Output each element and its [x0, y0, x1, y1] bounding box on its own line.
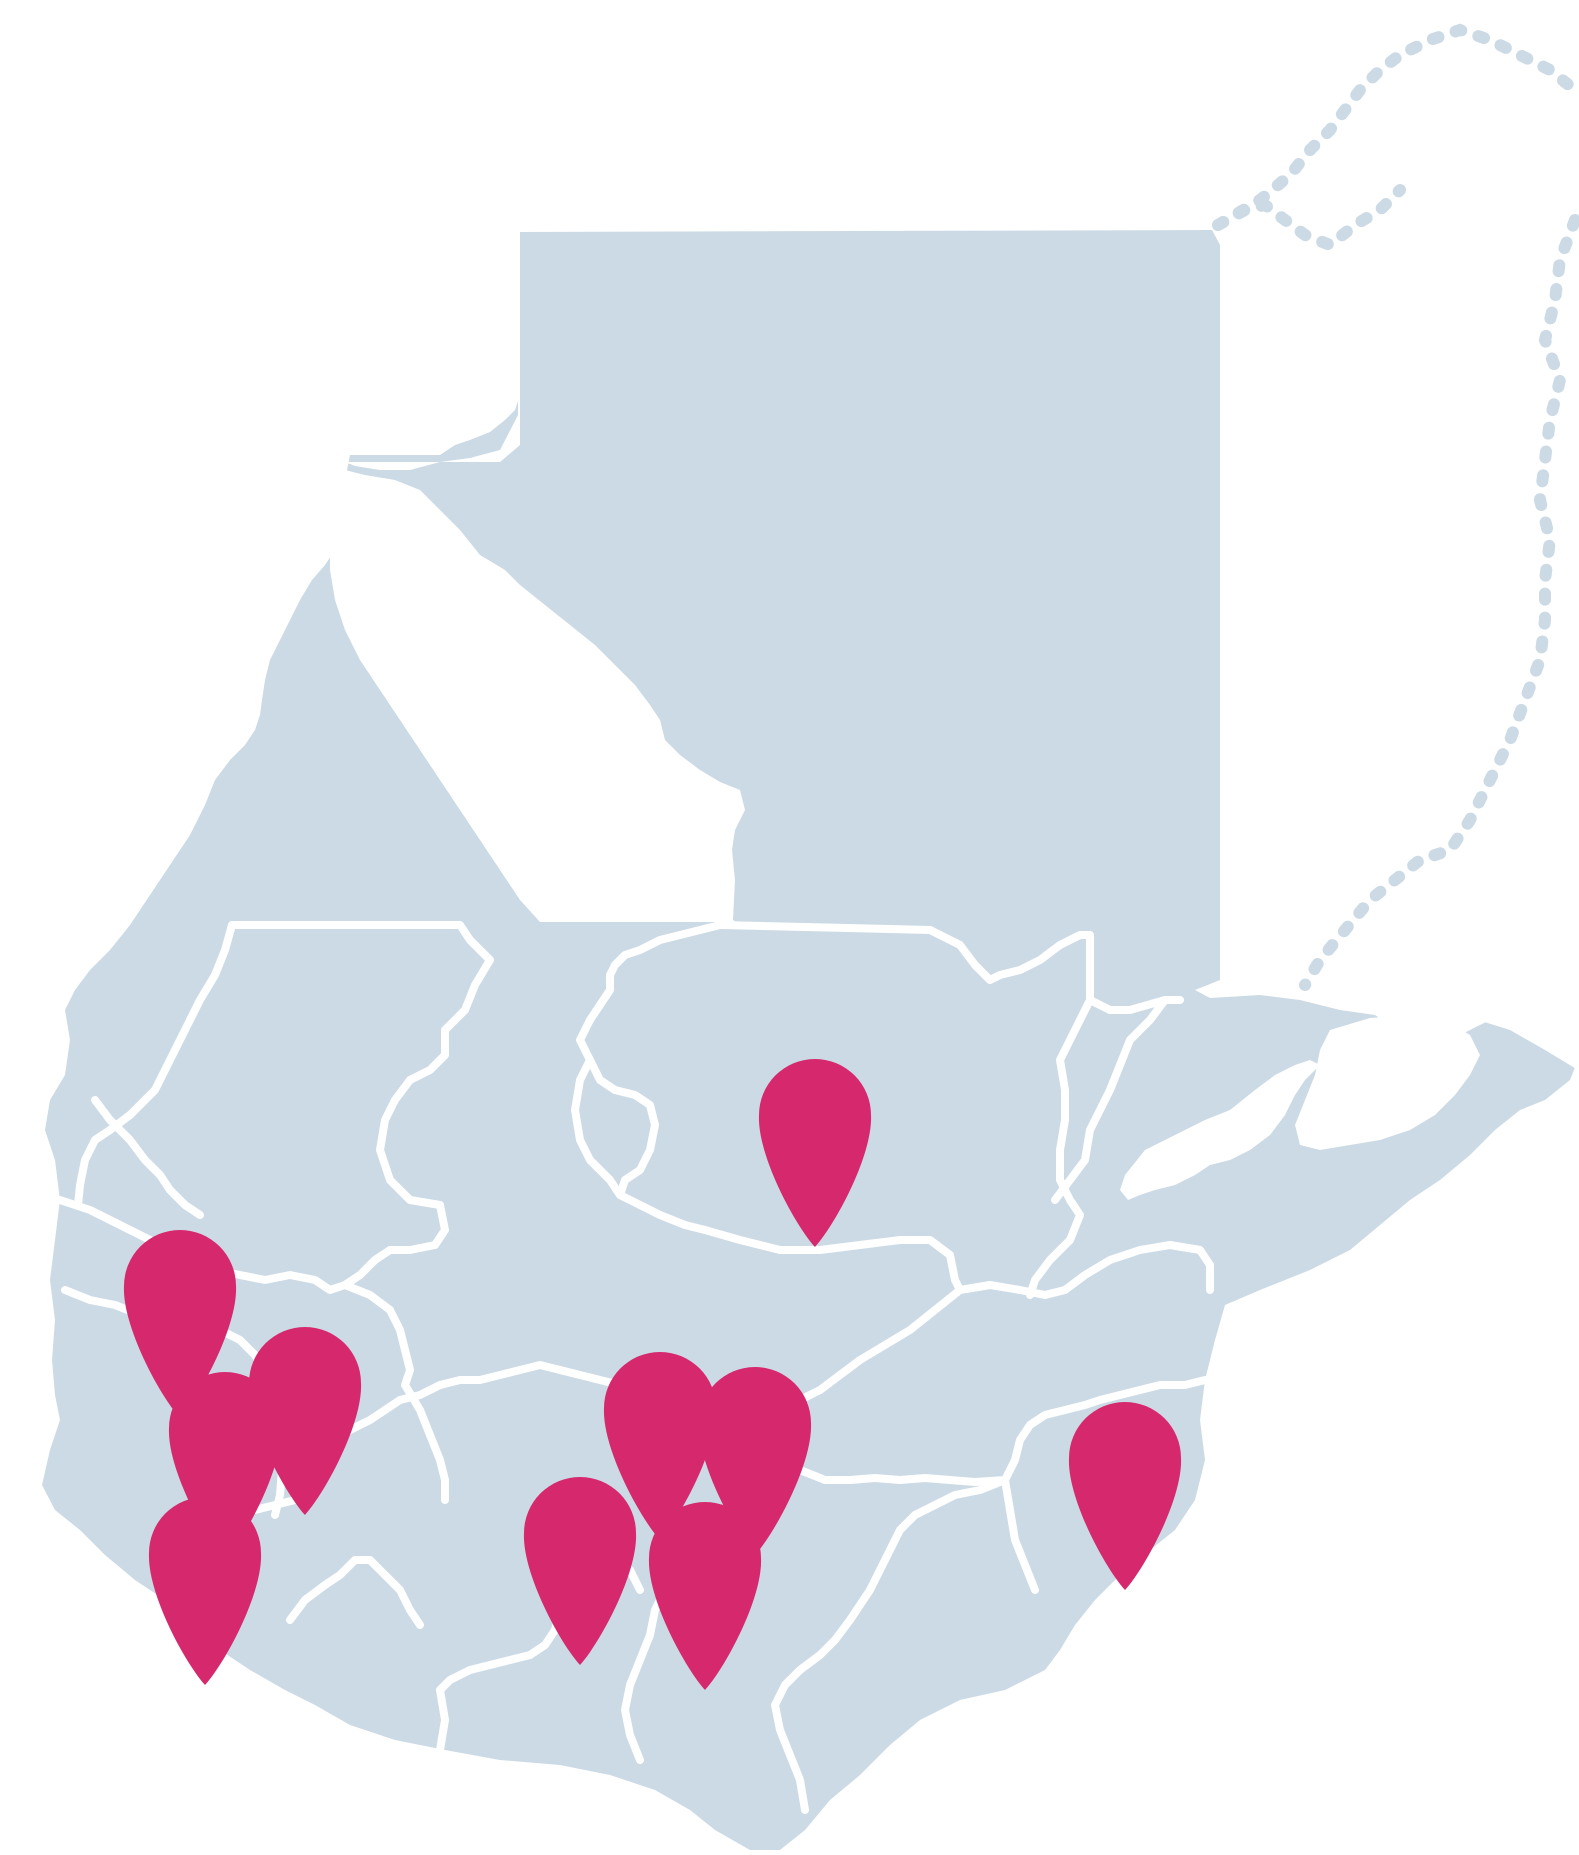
- map-pin-shape: [1068, 1402, 1182, 1590]
- map-pin-icon[interactable]: [758, 1059, 872, 1247]
- map-pin-icon[interactable]: [148, 1497, 262, 1685]
- map-pin-shape: [758, 1059, 872, 1247]
- mexico-notch: [330, 232, 745, 922]
- belize-north-border: [1212, 184, 1406, 252]
- map-pin-shape: [648, 1502, 762, 1690]
- map-pin-icon[interactable]: [523, 1477, 637, 1665]
- map-pin-shape: [248, 1327, 362, 1515]
- map-pin-icon[interactable]: [123, 1230, 237, 1418]
- map-pin-shape: [523, 1477, 637, 1665]
- lake-izabal-east: [1295, 1015, 1480, 1150]
- map-pin-shape: [603, 1352, 717, 1540]
- map-pin-icon[interactable]: [648, 1502, 762, 1690]
- map-pin-icon[interactable]: [1068, 1402, 1182, 1590]
- lake-izabal: [1120, 1060, 1320, 1200]
- map-pin-icon[interactable]: [248, 1327, 362, 1515]
- belize-border: [1212, 23, 1579, 991]
- department-borders: [56, 921, 1214, 1814]
- map-pin-shape: [148, 1497, 262, 1685]
- map-pin-icon[interactable]: [603, 1352, 717, 1540]
- markers-layer: [123, 1059, 1182, 1690]
- izabal-coast-cut: [1440, 995, 1578, 1070]
- map-pin-shape: [123, 1230, 237, 1418]
